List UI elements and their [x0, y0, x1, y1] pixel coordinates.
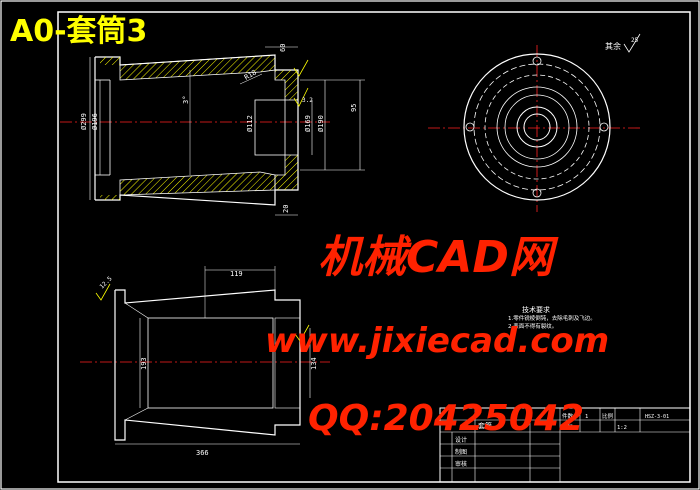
tech-req-heading: 技术要求	[522, 305, 550, 314]
surface-note-label: 其余	[605, 41, 621, 51]
title-block-frame	[439, 407, 691, 483]
surface-note-value: 25	[631, 37, 639, 44]
tb-part-name: 套筒	[478, 421, 492, 430]
tb-scale-value: 1:2	[617, 425, 627, 431]
dim-angle: 3°	[182, 96, 190, 104]
dim-r-big: Ø190	[317, 115, 325, 132]
bolt-hole	[532, 56, 542, 66]
tb-quantity-label: 件数	[562, 412, 574, 420]
roughness-top-value: 3.2	[302, 97, 313, 104]
dim-r-small2: Ø169	[304, 115, 312, 132]
watermark-line-1: 机械CAD网	[318, 232, 559, 283]
roughness-left-symbol	[95, 283, 111, 301]
roughness-left-value: 12.5	[98, 275, 113, 290]
roughness-symbol-top	[293, 87, 309, 107]
tb-scale-label: 比例	[602, 412, 614, 420]
watermark: 机械CAD网 www.jixiecad.com QQ:20425042	[265, 232, 609, 439]
dim-right-h: 134	[310, 357, 318, 370]
dim-flange-w: 60	[279, 44, 287, 52]
inner-bore	[254, 99, 286, 156]
tb-drawing-no: HSZ-3-01	[645, 414, 669, 420]
dim-bottom-w: 20	[282, 205, 290, 213]
tb-row-check: 审核	[455, 460, 467, 468]
tech-requirements: 技术要求 1.零件锐棱倒钝，去除毛刺及飞边。 2.表面不得有裂纹。	[508, 305, 596, 330]
dim-top-w: 119	[230, 270, 243, 278]
dim-left-h: 193	[140, 357, 148, 370]
dim-d-inner: Ø196	[91, 113, 99, 130]
inner-border	[57, 11, 691, 483]
watermark-line-3: QQ:20425042	[308, 398, 584, 439]
top-wall-hatch	[119, 54, 276, 81]
tb-quantity-value: 1	[585, 414, 588, 420]
title-block: 套筒 HSZ-3-01 件数 1 比例 材料 1:2 设计 制图 审核	[439, 407, 691, 483]
surface-note-symbol	[623, 33, 641, 53]
bottom-side-view: 119 193 134 366 12.5	[80, 266, 330, 457]
dim-r-small: Ø112	[246, 115, 254, 132]
tb-material-label: 材料	[562, 423, 574, 431]
roughness-right-symbol	[294, 324, 310, 342]
tech-req-line-1: 1.零件锐棱倒钝，去除毛刺及飞边。	[508, 314, 596, 322]
tb-row-design: 设计	[455, 436, 467, 444]
dim-bottom-w: 366	[196, 449, 209, 457]
dim-d-right: 95	[350, 104, 358, 112]
tech-req-line-2: 2.表面不得有裂纹。	[508, 322, 557, 330]
bottom-wall-hatch	[119, 171, 276, 196]
watermark-line-2: www.jixiecad.com	[265, 321, 609, 361]
top-section-view: Ø299 Ø196 3° Ø112 Ø169 Ø190 95 60 R18 20…	[60, 44, 365, 216]
outer-circle	[463, 53, 611, 201]
dim-d-outer: Ø299	[80, 113, 88, 130]
end-view: 其余 25	[428, 33, 641, 212]
drawing-title: A0-套筒3	[10, 14, 147, 49]
bottom-view-inner	[147, 317, 274, 409]
tb-row-draw: 制图	[455, 448, 467, 456]
